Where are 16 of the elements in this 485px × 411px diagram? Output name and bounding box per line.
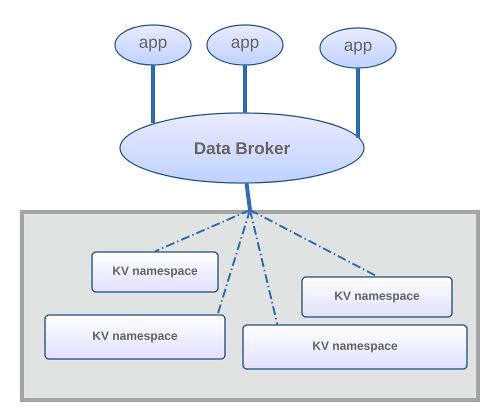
ellipse-node: app — [114, 24, 192, 66]
connector-line — [216, 210, 251, 315]
namespace-box: KV namespace — [44, 314, 226, 360]
connector-line — [250, 209, 378, 278]
ellipse-node: Data Broker — [119, 112, 365, 184]
namespace-box: KV namespace — [301, 276, 453, 318]
connector-line — [244, 183, 252, 210]
namespace-box: KV namespace — [242, 324, 468, 370]
connector-line — [249, 210, 278, 325]
connector-line — [356, 68, 360, 138]
namespace-box: KV namespace — [91, 251, 219, 293]
connector-line — [154, 209, 250, 252]
ellipse-node: app — [319, 27, 397, 69]
connector-line — [151, 66, 155, 123]
connector-line — [243, 66, 247, 112]
ellipse-node: app — [206, 24, 284, 66]
